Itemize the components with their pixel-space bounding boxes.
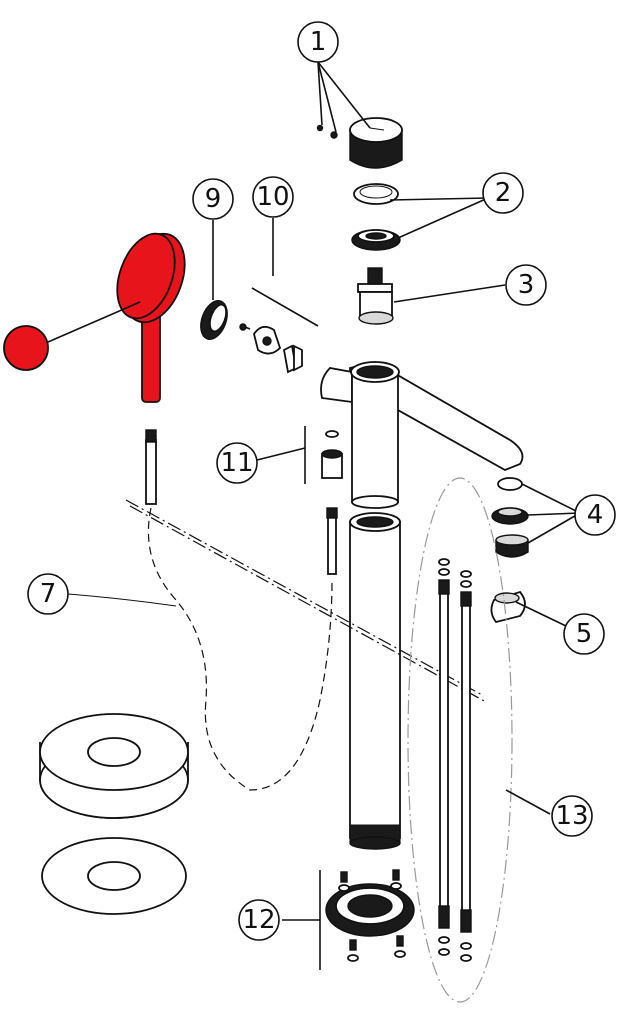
escutcheon-disc-upper — [39, 713, 189, 819]
leader-hand-shower — [47, 301, 141, 343]
svg-text:2: 2 — [495, 178, 512, 208]
svg-text:10: 10 — [256, 182, 289, 212]
holder-ring — [200, 300, 228, 340]
svg-text:1: 1 — [310, 27, 327, 57]
section-cut-lines — [125, 499, 487, 703]
svg-text:13: 13 — [555, 801, 588, 831]
connector-nipple — [321, 430, 343, 479]
cartridge — [357, 267, 394, 325]
leader-11b — [256, 447, 306, 461]
cap-assembly — [316, 117, 403, 169]
svg-text:5: 5 — [576, 619, 593, 649]
leader-2b — [397, 197, 489, 239]
spout-body — [320, 361, 524, 509]
leader-10b — [251, 287, 319, 327]
svg-text:11: 11 — [220, 448, 253, 478]
escutcheon-disc-lower — [41, 837, 187, 915]
svg-text:4: 4 — [587, 500, 604, 530]
leader-13 — [505, 789, 551, 815]
callout-13: 13 — [551, 795, 593, 837]
leader-2a — [389, 197, 489, 201]
callout-11: 11 — [216, 442, 258, 484]
leader-5 — [515, 601, 567, 627]
leader-7 — [55, 592, 177, 607]
callout-1: 1 — [297, 21, 339, 63]
leader-4a — [521, 483, 581, 514]
bracket-pieces — [239, 323, 303, 374]
svg-text:7: 7 — [40, 579, 57, 609]
svg-text:9: 9 — [205, 184, 222, 214]
leader-4b — [527, 512, 581, 516]
callout-10: 10 — [252, 176, 294, 218]
retaining-rings — [351, 183, 401, 251]
highlight-marker — [3, 325, 49, 371]
base-plate — [325, 869, 415, 962]
flex-hoses — [407, 477, 513, 1003]
leader-lines-1 — [317, 61, 371, 133]
aerator-key — [490, 590, 526, 624]
svg-text:12: 12 — [242, 905, 275, 935]
callout-4: 4 — [574, 494, 616, 536]
callout-3: 3 — [505, 264, 547, 306]
callout-9: 9 — [192, 178, 234, 220]
callout-12: 12 — [238, 899, 280, 941]
callout-5: 5 — [563, 613, 605, 655]
svg-text:3: 3 — [518, 270, 535, 300]
hand-shower — [116, 232, 186, 403]
leader-3 — [393, 284, 506, 303]
column-tube — [349, 512, 401, 850]
callout-2: 2 — [482, 172, 524, 214]
shower-hose — [145, 429, 338, 791]
aerator — [491, 477, 529, 558]
leader-4c — [527, 512, 581, 544]
callout-7: 7 — [27, 573, 69, 615]
